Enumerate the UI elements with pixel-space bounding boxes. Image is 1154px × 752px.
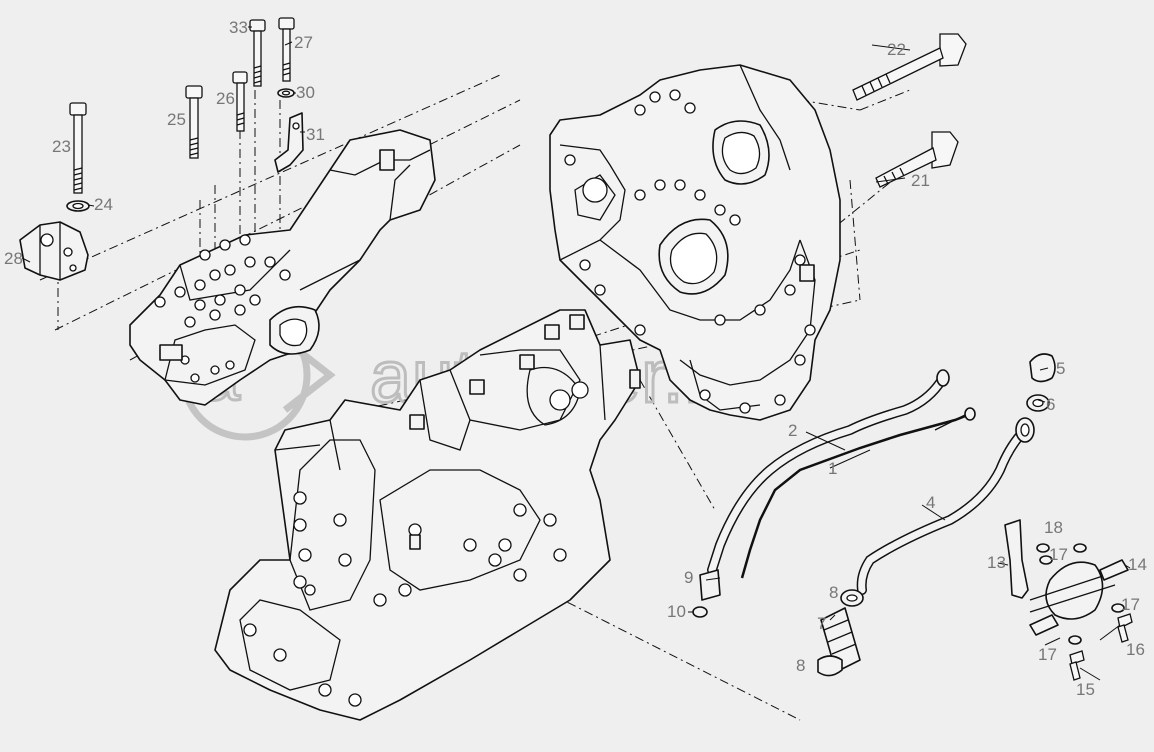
callout-22: 22 [887,40,906,59]
clamp-assembly [1004,519,1133,681]
callout-1: 1 [828,459,837,478]
callout-23: 23 [52,137,71,156]
callout-25: 25 [167,110,186,129]
callout-8b: 8 [796,656,805,675]
top-bolts [185,17,304,173]
callout-2: 2 [788,421,797,440]
callout-15: 15 [1076,680,1095,699]
callout-30: 30 [296,83,315,102]
callout-17c: 17 [1038,645,1057,664]
callout-24: 24 [94,195,113,214]
callout-28: 28 [4,249,23,268]
callout-13: 13 [987,553,1006,572]
bracket-28-assembly [19,102,90,281]
long-bolts [852,33,967,188]
callout-17a: 17 [1049,545,1068,564]
callout-18: 18 [1044,518,1063,537]
callout-21: 21 [911,171,930,190]
callouts: 1 2 4 5 6 7 8 8 9 10 13 14 15 16 17 17 1… [4,18,1147,699]
callout-8a: 8 [829,583,838,602]
upper-housing [129,129,436,406]
main-housing [214,309,641,721]
callout-31: 31 [306,125,325,144]
fittings [692,353,1056,677]
callout-16: 16 [1126,640,1145,659]
callout-33: 33 [229,18,248,37]
callout-26: 26 [216,89,235,108]
callout-7: 7 [817,614,826,633]
callout-9: 9 [684,568,693,587]
leader-lines [21,26,1131,681]
callout-17b: 17 [1121,595,1140,614]
callout-5: 5 [1056,359,1065,378]
bolt-23-head [69,102,87,116]
callout-4: 4 [926,493,935,512]
callout-6: 6 [1046,395,1055,414]
callout-27: 27 [294,33,313,52]
pipes [707,369,1035,595]
callout-10: 10 [667,602,686,621]
bell-housing [549,64,841,421]
callout-14: 14 [1128,555,1147,574]
